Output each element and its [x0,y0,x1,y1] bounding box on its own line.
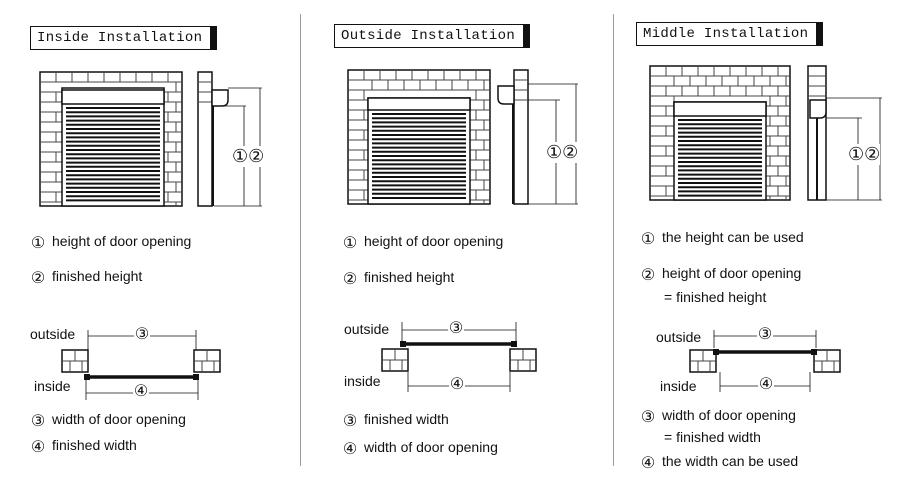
section-marks: ①② [848,144,881,165]
brick-pattern [40,72,182,206]
panel-separator [300,14,301,466]
dimension-4-mark: ④ [133,383,149,400]
shutter-box-section [809,99,827,119]
dimension-3-mark: ③ [448,320,464,337]
panel-separator [613,14,614,466]
dimension-3-mark: ③ [134,326,150,343]
shutter-box [367,97,471,111]
panel-title: Middle Installation [636,22,824,46]
dimension-4-mark: ④ [758,376,774,393]
plan-legend-item: = finished width [664,429,761,445]
inside-label: inside [660,378,697,394]
outside-label: outside [656,329,702,345]
shutter-box-section [497,85,515,105]
panel-title: Inside Installation [30,26,218,50]
shutter-box [61,89,165,105]
shutter-slats [66,107,160,202]
legend-item: = finished height [664,289,767,305]
inside-label: inside [34,378,71,394]
dimension-4-mark: ④ [449,376,465,393]
section-marks: ①② [232,146,265,167]
section-marks: ①② [546,142,579,163]
dimension-3-mark: ③ [757,326,773,343]
outside-label: outside [30,326,76,342]
shutter-box [673,101,767,117]
outside-label: outside [344,321,390,337]
inside-label: inside [344,373,381,389]
panel-title: Outside Installation [334,24,531,48]
